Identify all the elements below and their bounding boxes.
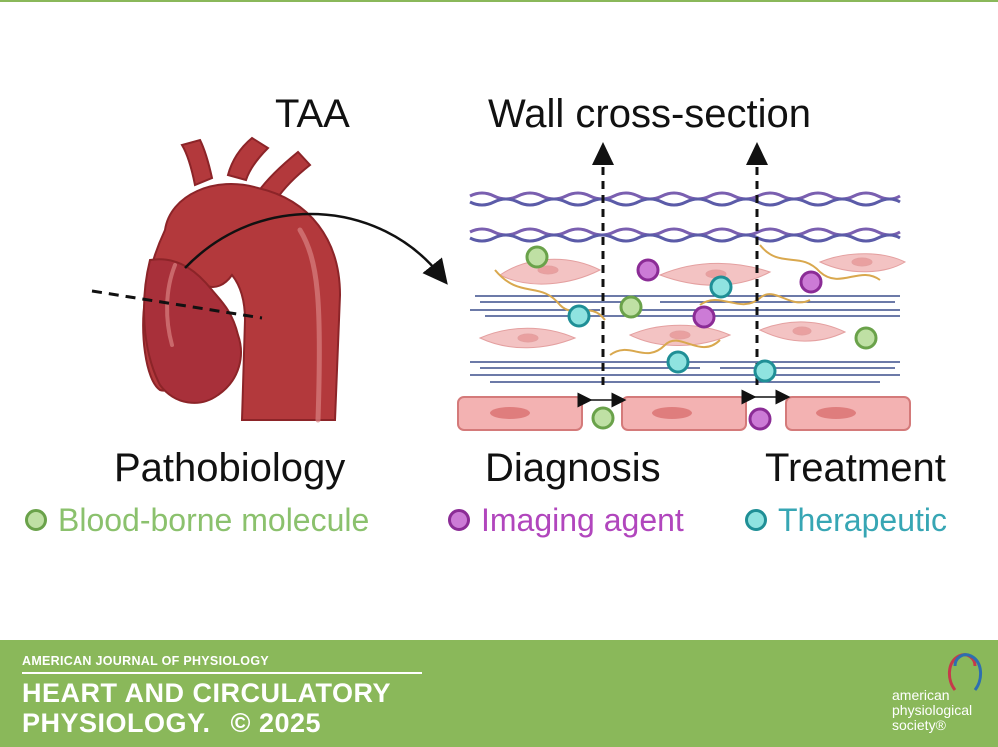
journal-divider	[22, 672, 422, 674]
legend-label: Imaging agent	[481, 501, 684, 538]
blood-borne-molecules	[525, 245, 878, 430]
elastic-fibers	[469, 191, 901, 243]
legend-blood-borne-molecule: Blood-borne molecule	[25, 500, 369, 540]
imaging-agent-molecules	[636, 258, 823, 431]
journal-title-physiology: PHYSIOLOGY.	[22, 708, 211, 738]
journal-title-line2: PHYSIOLOGY. © 2025	[22, 708, 321, 739]
society-line: physiological	[892, 702, 973, 718]
legend-therapeutic: Therapeutic	[745, 500, 947, 540]
therapeutic-icon	[745, 509, 767, 531]
copyright-notice: © 2025	[230, 708, 322, 738]
taa-title: TAA	[275, 92, 350, 136]
journal-series-name: AMERICAN JOURNAL OF PHYSIOLOGY	[22, 654, 269, 668]
diagram-canvas	[91, 136, 911, 431]
wall-cross-section-title: Wall cross-section	[488, 92, 812, 136]
aps-logo-icon	[948, 653, 982, 691]
society-line: american	[892, 687, 950, 703]
therapeutic-molecules	[567, 275, 777, 383]
journal-footer: AMERICAN JOURNAL OF PHYSIOLOGY HEART AND…	[0, 640, 998, 747]
diagnosis-label: Diagnosis	[485, 446, 661, 490]
collagen-fibers	[470, 295, 900, 383]
aorta-illustration	[91, 136, 448, 423]
wall-cross-section	[457, 142, 911, 431]
society-line: society®	[892, 717, 946, 733]
pathobiology-label: Pathobiology	[114, 446, 346, 490]
top-border	[0, 0, 998, 2]
journal-title-line1: HEART AND CIRCULATORY	[22, 678, 391, 708]
legend-label: Blood-borne molecule	[58, 501, 370, 538]
society-name: american physiological society®	[892, 688, 972, 733]
endothelial-cells	[457, 396, 911, 431]
blood-borne-molecule-icon	[25, 509, 47, 531]
legend-imaging-agent: Imaging agent	[448, 500, 684, 540]
imaging-agent-icon	[448, 509, 470, 531]
legend-label: Therapeutic	[778, 501, 947, 538]
proteoglycans	[494, 244, 881, 356]
treatment-label: Treatment	[765, 446, 946, 490]
smooth-muscle-cells	[478, 253, 907, 349]
